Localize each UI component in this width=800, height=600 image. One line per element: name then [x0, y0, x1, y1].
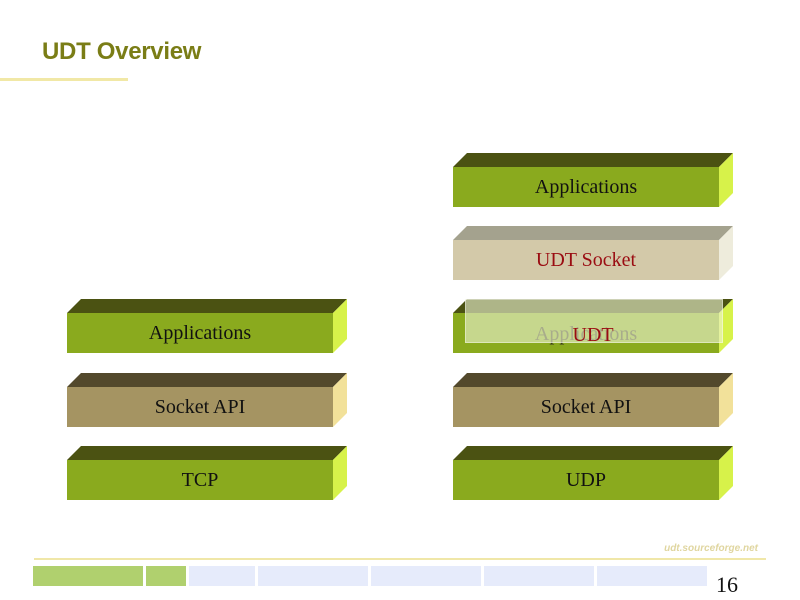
block-top-face: [67, 299, 347, 313]
progress-segment: [189, 566, 255, 586]
progress-segment: [371, 566, 481, 586]
block-side-face: [719, 373, 733, 427]
left-tcp-label: TCP: [67, 460, 333, 500]
block-side-face: [719, 153, 733, 207]
page-number: 16: [716, 572, 738, 597]
progress-segment: [258, 566, 368, 586]
right-applications-label: Applications: [453, 167, 719, 207]
progress-segment: [146, 566, 186, 586]
right-udp-label: UDP: [453, 460, 719, 500]
block-side-face: [333, 299, 347, 353]
block-top-face: [453, 446, 733, 460]
block-top-face: [67, 373, 347, 387]
progress-segment: [484, 566, 594, 586]
block-side-face: [719, 226, 733, 280]
udt-socket-block: UDT Socket: [453, 226, 733, 280]
block-side-face: [333, 373, 347, 427]
left-applications-block: Applications: [67, 299, 347, 353]
right-udp-block: UDP: [453, 446, 733, 500]
title-underline: [0, 78, 128, 81]
slide-title: UDT Overview: [42, 38, 202, 65]
left-applications-label: Applications: [67, 313, 333, 353]
udt-label: UDT: [572, 323, 614, 346]
block-top-face: [453, 153, 733, 167]
block-side-face: [333, 446, 347, 500]
progress-segment: [597, 566, 707, 586]
block-side-face: [719, 446, 733, 500]
footer-divider: [34, 558, 766, 560]
left-socket-api-block: Socket API: [67, 373, 347, 427]
right-socket-api-block: Socket API: [453, 373, 733, 427]
block-top-face: [67, 446, 347, 460]
progress-segment: [33, 566, 143, 586]
block-top-face: [453, 373, 733, 387]
udt-socket-label: UDT Socket: [453, 240, 719, 280]
block-top-face: [453, 226, 733, 240]
site-link[interactable]: udt.sourceforge.net: [664, 543, 758, 554]
slide-progress-bar: [33, 566, 710, 586]
udt-overlay-box: [465, 299, 723, 343]
right-applications-block: Applications: [453, 153, 733, 207]
right-socket-api-label: Socket API: [453, 387, 719, 427]
left-tcp-block: TCP: [67, 446, 347, 500]
left-socket-api-label: Socket API: [67, 387, 333, 427]
